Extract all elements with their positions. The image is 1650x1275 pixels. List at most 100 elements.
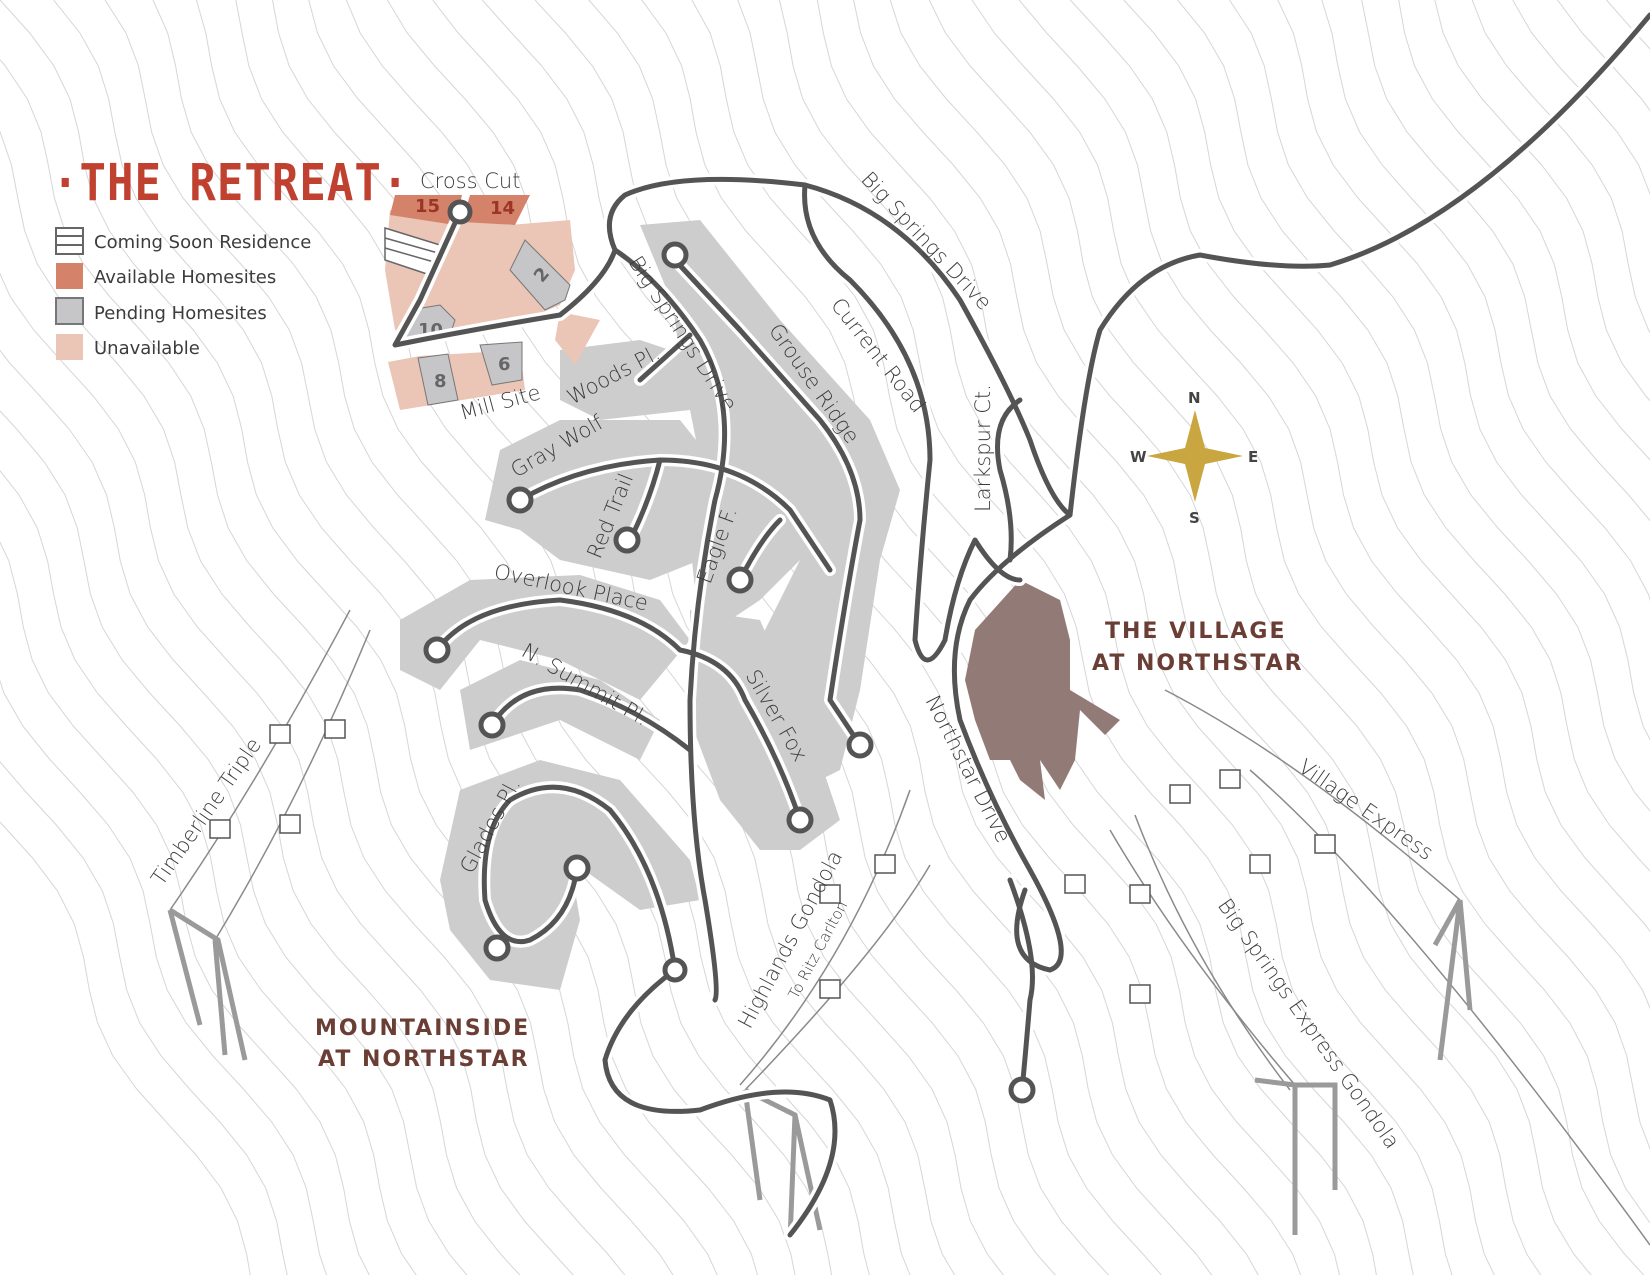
lot-2 [509,239,571,311]
lift-cabin-icon [874,854,896,874]
compass-n: N [1188,389,1201,407]
area-labels: THE VILLAGE AT NORTHSTAR MOUNTAINSIDE AT… [315,619,1304,1072]
street-label-larkspur-ct: Larkspur Ct. [971,384,995,512]
village-label-line1: THE VILLAGE [1105,619,1286,644]
road [951,512,1073,973]
legend-available: Available Homesites [56,263,276,289]
contour-line [1277,0,1650,741]
legend-label-available: Available Homesites [94,267,276,288]
contour-line [1123,0,1650,933]
village-label-line2: AT NORTHSTAR [1092,651,1304,676]
contour-line [0,679,327,1275]
contour-line [1398,0,1650,461]
village-area [965,580,1120,800]
lift-cabins [209,719,1336,1004]
lift-cabin-icon [269,724,291,744]
contour-line [0,541,370,1275]
contour-line [1361,0,1650,522]
lift-cabin-icon [819,979,841,999]
compass-rose: N E S W [1130,389,1258,527]
overlook-area [400,575,690,700]
road [489,685,693,753]
lot-15 [390,195,462,225]
lot-6 [479,341,523,386]
contour-line [0,410,468,1275]
contour-line [889,0,1592,1275]
lift-cabin-icon [324,719,346,739]
contour-line [0,272,574,1275]
lot-14 [462,195,530,225]
legend: ·THE RETREAT· Coming Soon Residence Avai… [52,154,409,360]
lift-cabin-icon [819,884,841,904]
mountainside-label-line1: MOUNTAINSIDE [315,1016,530,1041]
n-summit-area [460,660,660,760]
lift-cabin-icon [1314,834,1336,854]
contour-line [1606,0,1650,50]
lift-cabin-icon [1249,854,1271,874]
contour-line [1018,0,1650,1151]
contour-line [737,0,1414,1275]
lift-lines [167,609,1650,1246]
contour-line [0,130,626,1275]
contour-line [816,0,1495,1275]
legend-label-unavailable: Unavailable [94,338,200,359]
street-label-cross-cut: Cross Cut [420,169,520,193]
street-label-big-springs-drive-upper: Big Springs Drive [856,167,996,315]
roads [389,9,1650,1241]
road-endpoints [423,199,1036,1104]
contour-line [0,470,417,1275]
contour-line [0,349,521,1275]
road [612,247,728,1003]
contour-line [1177,0,1650,872]
lift-cabin-icon [1129,884,1151,904]
lift-label-big-springs-express-gondola: Big Springs Express Gondola [1213,894,1404,1153]
lift-cabin-icon [1129,984,1151,1004]
road [637,332,693,383]
compass-star-icon [1147,410,1243,502]
contour-line [0,59,674,1275]
contour-line [1557,0,1650,112]
contour-line [928,0,1645,1275]
contour-line [1434,0,1650,402]
compass-e: E [1248,448,1258,466]
road [517,457,833,573]
legend-title: ·THE RETREAT· [52,154,409,213]
legend-coming-soon: Coming Soon Residence [55,227,311,255]
contour-line [0,0,718,1275]
lift-cabin-icon [1219,769,1241,789]
legend-pending: Pending Homesites [55,297,267,325]
lift-cabin-icon [1064,874,1086,894]
contour-line [853,0,1542,1275]
compass-s: S [1189,509,1200,527]
contour-line [195,0,870,1275]
contour-line [0,761,288,1275]
lift-cabin-icon [1169,784,1191,804]
legend-label-coming-soon: Coming Soon Residence [94,232,311,253]
lot-8-label: 8 [434,371,447,392]
lot-8 [417,353,459,406]
lot-15-label: 15 [415,196,440,217]
contour-line [1471,0,1650,334]
road [995,397,1023,563]
contour-line [971,0,1650,1224]
road [434,597,803,823]
contour-line [1229,0,1650,812]
legend-label-pending: Pending Homesites [94,303,267,324]
contour-line [1069,0,1650,1010]
road [672,257,863,748]
contour-line [778,0,1453,1275]
contour-line [1321,0,1650,602]
contour-line [588,0,1302,1275]
legend-unavailable: Unavailable [56,334,200,360]
mountainside-label-line2: AT NORTHSTAR [318,1047,530,1072]
lot-14-label: 14 [490,198,515,219]
contour-line [104,0,796,1275]
road [1007,877,1035,1093]
lift-cabin-icon [279,814,301,834]
compass-w: W [1130,448,1147,466]
road [602,967,838,1238]
road [802,182,1023,663]
road [481,784,678,973]
road [672,257,743,333]
